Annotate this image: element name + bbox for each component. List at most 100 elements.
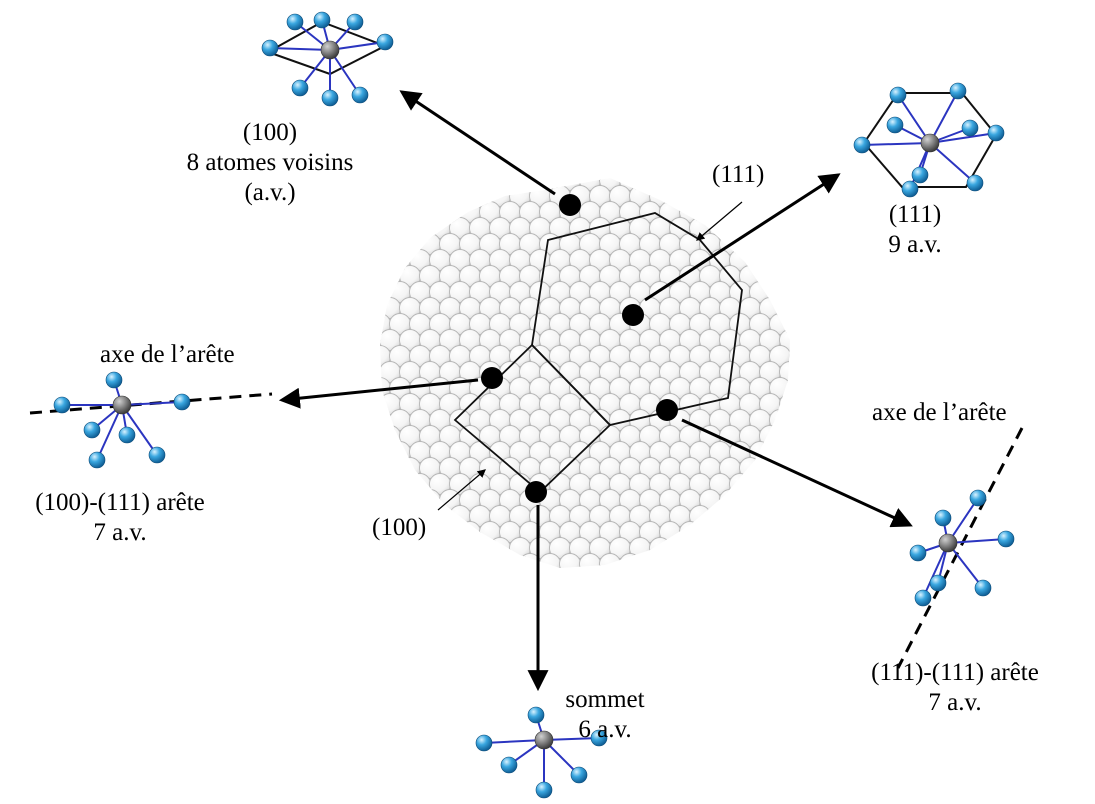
cluster-atom [599,553,621,568]
cluster-atom [709,505,731,527]
neighbor-atom [934,509,952,527]
cluster-atom [419,489,441,511]
cluster-atom [749,249,771,271]
neighbor-atom [88,451,106,469]
cluster-atom [739,489,761,511]
bond [121,401,183,406]
cluster-atom [779,425,790,447]
cluster-atom [619,553,641,568]
cluster-atom [710,570,731,591]
cluster-atom [610,570,631,591]
cluster-atom [779,521,790,543]
cluster-atom [769,345,790,367]
cluster-atom [670,570,691,591]
cluster-atom [689,537,711,559]
cluster-atom [789,377,790,399]
cluster-atom [789,409,790,431]
central-atom [534,730,554,750]
cluster-atom [380,233,381,255]
motif-100-face [261,11,394,107]
cluster-atom [399,489,421,511]
neighbor-atom [475,734,493,752]
cluster-atom [750,570,771,591]
cluster-atom [639,553,661,568]
cluster-atom [769,249,790,271]
central-atom [112,395,132,415]
label-edge-111-111-line2: 7 a.v. [928,689,982,716]
cluster-atom [779,553,790,568]
cluster-atom [380,441,391,463]
cluster-atom [380,265,381,287]
motif-111-face [853,82,1005,198]
cluster-atom [690,570,711,591]
edge-100-111-axis-label: axe de l’arête [100,341,235,368]
facet-100-label: (100) [372,514,427,541]
cluster-atom [490,570,511,591]
pointer-facet-111 [696,201,743,241]
bond [947,542,984,589]
neighbor-atom [83,421,101,439]
cluster-atom [669,537,691,559]
bond [861,142,931,146]
arrow-to-edge-111-111 [681,418,913,528]
facet-111-label: (111) [712,161,765,188]
neighbor-atom [173,393,191,411]
cluster-atom [779,393,790,415]
cluster-atom [419,201,441,223]
cluster-atom [630,570,651,591]
label-vertex-line1: sommet [565,686,645,713]
neighbor-atom [889,86,907,104]
cluster-atom [380,281,391,303]
cluster-atom [410,570,431,591]
label-111-face-line2: 9 a.v. [888,231,942,258]
cluster-atom [449,185,471,207]
cluster-atom [380,361,381,383]
bond [929,142,976,184]
cluster-atom [489,537,511,559]
nanoparticle-cluster [380,178,790,591]
bond [121,404,158,456]
cluster-atom [719,489,741,511]
cluster-atom [499,553,521,568]
cluster-atom [679,553,701,568]
neighbor-atom [987,124,1005,142]
neighbor-atom [914,589,932,607]
cluster-atom [789,249,790,271]
cluster-atom [419,178,441,191]
cluster-atom [380,249,391,271]
cluster-atom [399,201,421,223]
neighbor-atom [53,396,71,414]
arrow-to-111-face [644,173,841,302]
cluster-atom [769,441,790,463]
site-marker-edge-100-111 [481,367,503,389]
cluster-atom [499,178,521,191]
cluster-atom [389,217,411,239]
cluster-atom [699,553,721,568]
neighbor-atom [321,89,339,107]
cluster-atom [679,521,701,543]
arrow-to-100-face [399,90,556,196]
cluster-atom [769,473,790,495]
cluster-atom [539,553,561,568]
neighbor-atom [105,371,123,389]
cluster-atom [510,570,531,591]
bond [897,94,931,144]
neighbor-atom [974,579,992,597]
cluster-atom [789,345,790,367]
neighbor-atom [148,446,166,464]
bond [929,90,959,144]
cluster-atom [469,185,491,207]
cluster-atom [380,265,401,287]
neighbor-atom [351,86,369,104]
cluster-atom [789,441,790,463]
cluster-atom [389,441,411,463]
cluster-atom [380,457,401,479]
cluster-atom [719,553,741,568]
central-atom [938,533,958,553]
neighbor-atom [527,706,545,724]
cluster-atom [759,265,781,287]
neighbor-atom [949,82,967,100]
cluster-atom [380,425,381,447]
cluster-atom [469,537,491,559]
